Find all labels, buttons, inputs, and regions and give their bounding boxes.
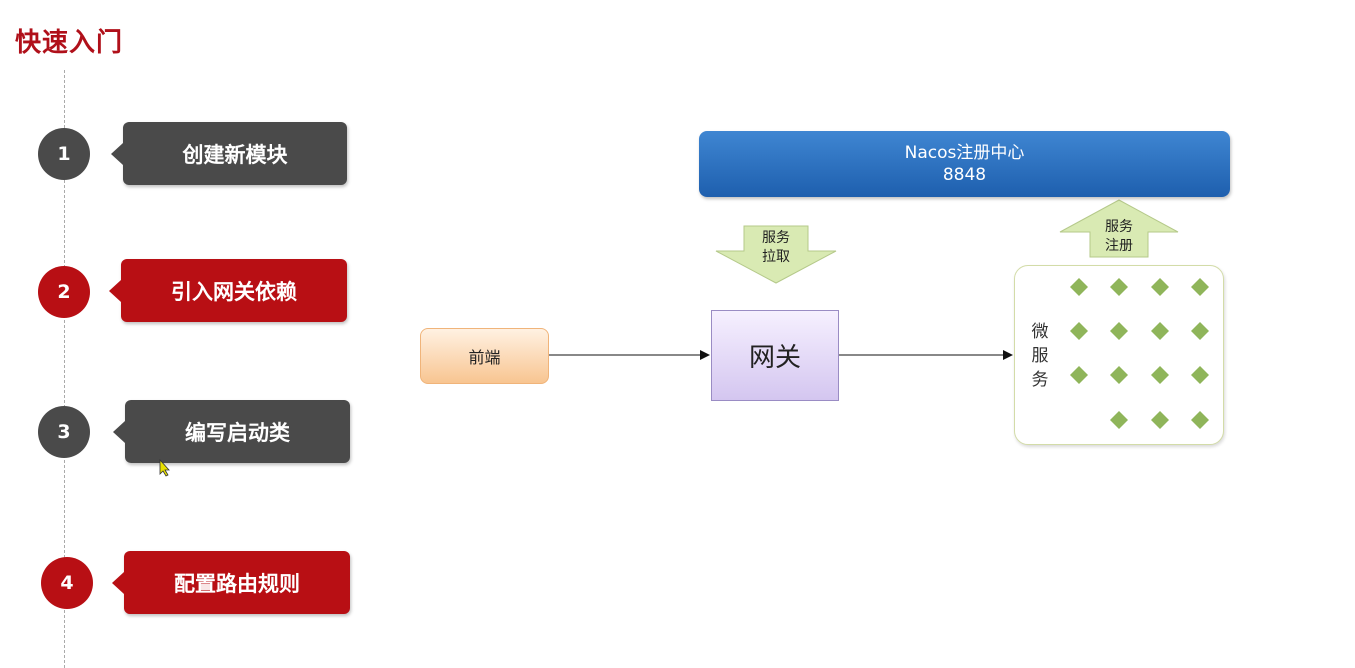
step-2-number: 2 (38, 266, 90, 318)
microservices-char-2: 服 (1031, 346, 1049, 366)
step-3-box[interactable]: 编写启动类 (113, 400, 350, 463)
microservice-diamond-icon (1191, 322, 1209, 340)
service-register-line2: 注册 (1105, 238, 1133, 254)
timeline-line (64, 70, 65, 668)
microservice-diamond-icon (1110, 278, 1128, 296)
microservice-diamond-icon (1070, 366, 1088, 384)
frontend-box: 前端 (420, 328, 549, 384)
microservice-diamond-icon (1110, 411, 1128, 429)
microservices-char-3: 务 (1031, 370, 1049, 390)
step-4-box[interactable]: 配置路由规则 (112, 551, 350, 614)
service-pull-arrow (715, 225, 837, 284)
step-4-label: 配置路由规则 (174, 571, 300, 596)
service-register-arrow (1059, 199, 1179, 258)
microservice-diamond-icon (1151, 278, 1169, 296)
cursor-icon (159, 458, 170, 477)
microservice-diamond-icon (1191, 278, 1209, 296)
step-1-label: 创建新模块 (182, 142, 288, 167)
microservice-diamond-icon (1191, 411, 1209, 429)
microservice-diamond-icon (1110, 366, 1128, 384)
microservices-char-1: 微 (1031, 322, 1049, 342)
frontend-label: 前端 (468, 348, 501, 367)
step-1-box[interactable]: 创建新模块 (111, 122, 347, 185)
microservices-label: 微 服 务 (1030, 320, 1050, 392)
service-pull-label: 服务 拉取 (756, 229, 796, 267)
service-register-line1: 服务 (1105, 219, 1133, 235)
service-pull-line1: 服务 (762, 230, 790, 246)
microservice-diamond-icon (1191, 366, 1209, 384)
step-2-box[interactable]: 引入网关依赖 (109, 259, 347, 322)
step-4-number: 4 (41, 557, 93, 609)
step-3-label: 编写启动类 (185, 420, 290, 445)
microservice-diamond-icon (1151, 322, 1169, 340)
page-title: 快速入门 (15, 28, 124, 58)
microservice-diamond-icon (1151, 411, 1169, 429)
nacos-title: Nacos注册中心 (904, 143, 1025, 163)
gateway-label: 网关 (748, 343, 801, 373)
service-register-label: 服务 注册 (1099, 218, 1139, 256)
nacos-port: 8848 (942, 165, 987, 185)
step-3-number: 3 (38, 406, 90, 458)
microservice-diamond-icon (1070, 278, 1088, 296)
service-pull-line2: 拉取 (762, 249, 790, 265)
step-1-number: 1 (38, 128, 90, 180)
microservice-diamond-icon (1110, 322, 1128, 340)
gateway-box: 网关 (711, 310, 839, 401)
microservice-diamond-icon (1070, 322, 1088, 340)
nacos-registry-box: Nacos注册中心 8848 (699, 131, 1230, 197)
microservice-diamond-icon (1151, 366, 1169, 384)
step-2-label: 引入网关依赖 (171, 279, 297, 304)
